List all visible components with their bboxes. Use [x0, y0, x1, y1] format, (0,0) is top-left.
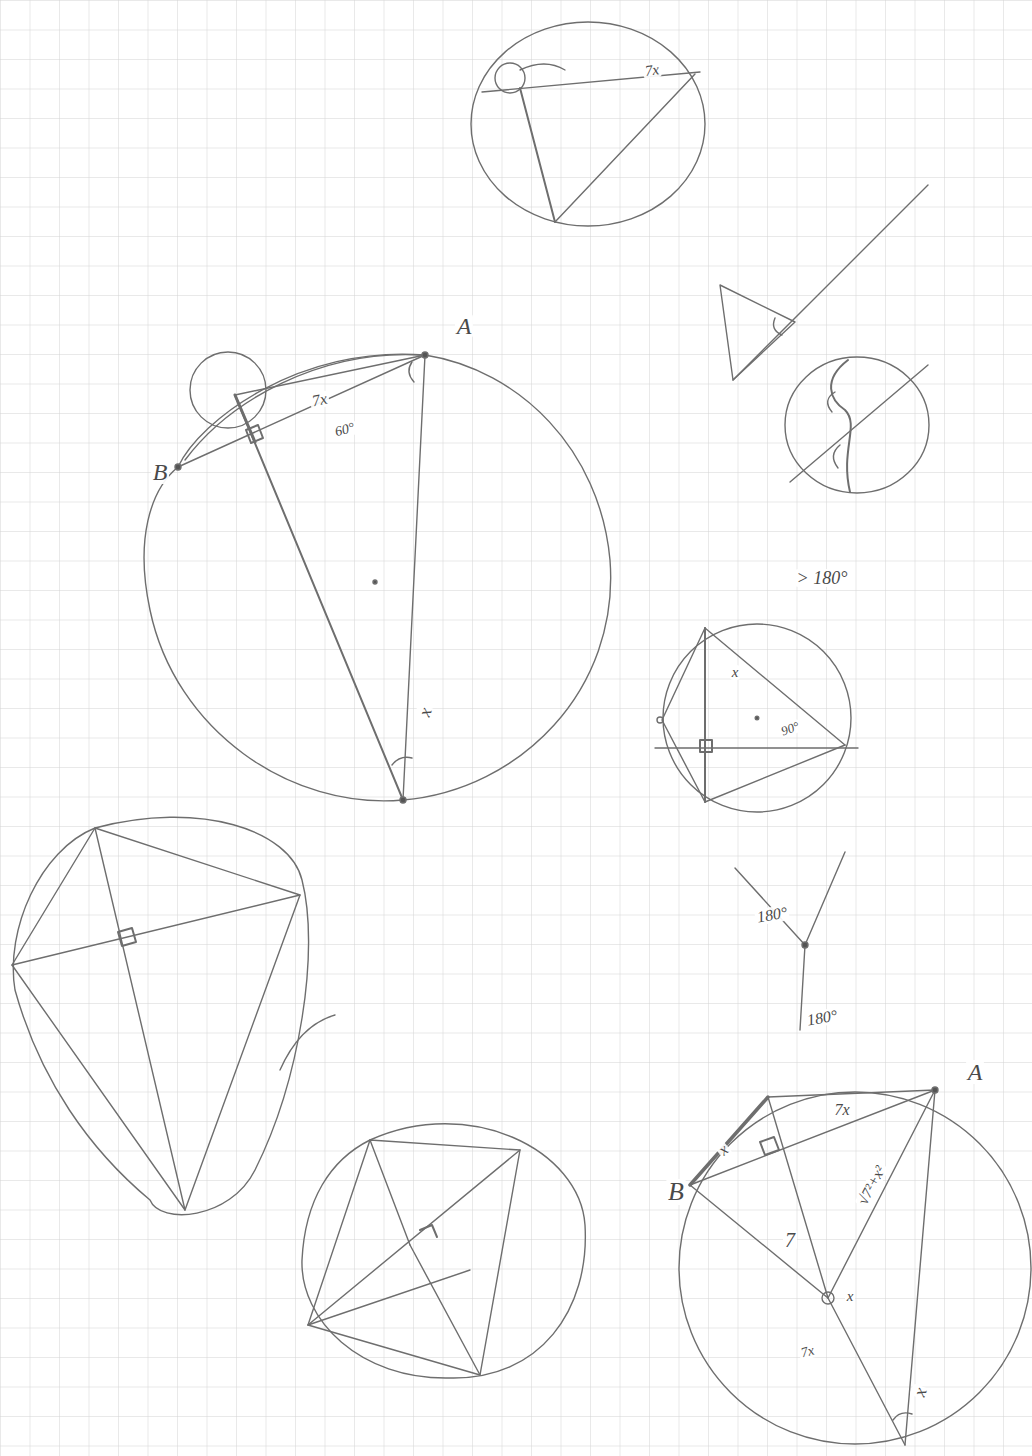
handwritten-label: x	[909, 1383, 930, 1400]
handwritten-label: A	[966, 1060, 985, 1084]
triangle-and-line	[720, 185, 928, 380]
handwritten-label: 7x	[309, 390, 331, 410]
handwritten-label: 7x	[642, 61, 662, 78]
handwritten-label: > 180°	[795, 569, 850, 587]
handwritten-label: 7x	[832, 1102, 851, 1118]
circle-with-diameter	[785, 357, 929, 493]
handwritten-label: x	[715, 1140, 734, 1159]
handwritten-label: x	[845, 1289, 856, 1304]
handwritten-label: 7	[783, 1230, 797, 1250]
top-circle-figure	[471, 22, 705, 226]
handwritten-label: 180°	[754, 904, 791, 926]
handwritten-label: x	[414, 703, 435, 720]
left-circle-figure	[12, 817, 335, 1214]
handwritten-label: B	[151, 460, 170, 484]
large-circle-figure	[144, 352, 611, 803]
handwritten-label: 7x	[798, 1343, 818, 1361]
reflex-angle-sketch	[735, 852, 845, 1030]
handwritten-label: x	[730, 665, 741, 680]
handwritten-label: 90°	[777, 718, 802, 738]
handwritten-label: √7²+x²	[855, 1161, 890, 1208]
handwritten-label: 180°	[804, 1007, 841, 1029]
inscribed-quadrilateral	[655, 624, 858, 812]
handwritten-label: 60°	[332, 420, 358, 439]
middle-circle-figure	[302, 1124, 585, 1378]
handwritten-label: B	[666, 1179, 686, 1205]
right-circle-figure	[679, 1087, 1031, 1445]
handwritten-label: A	[455, 314, 474, 338]
